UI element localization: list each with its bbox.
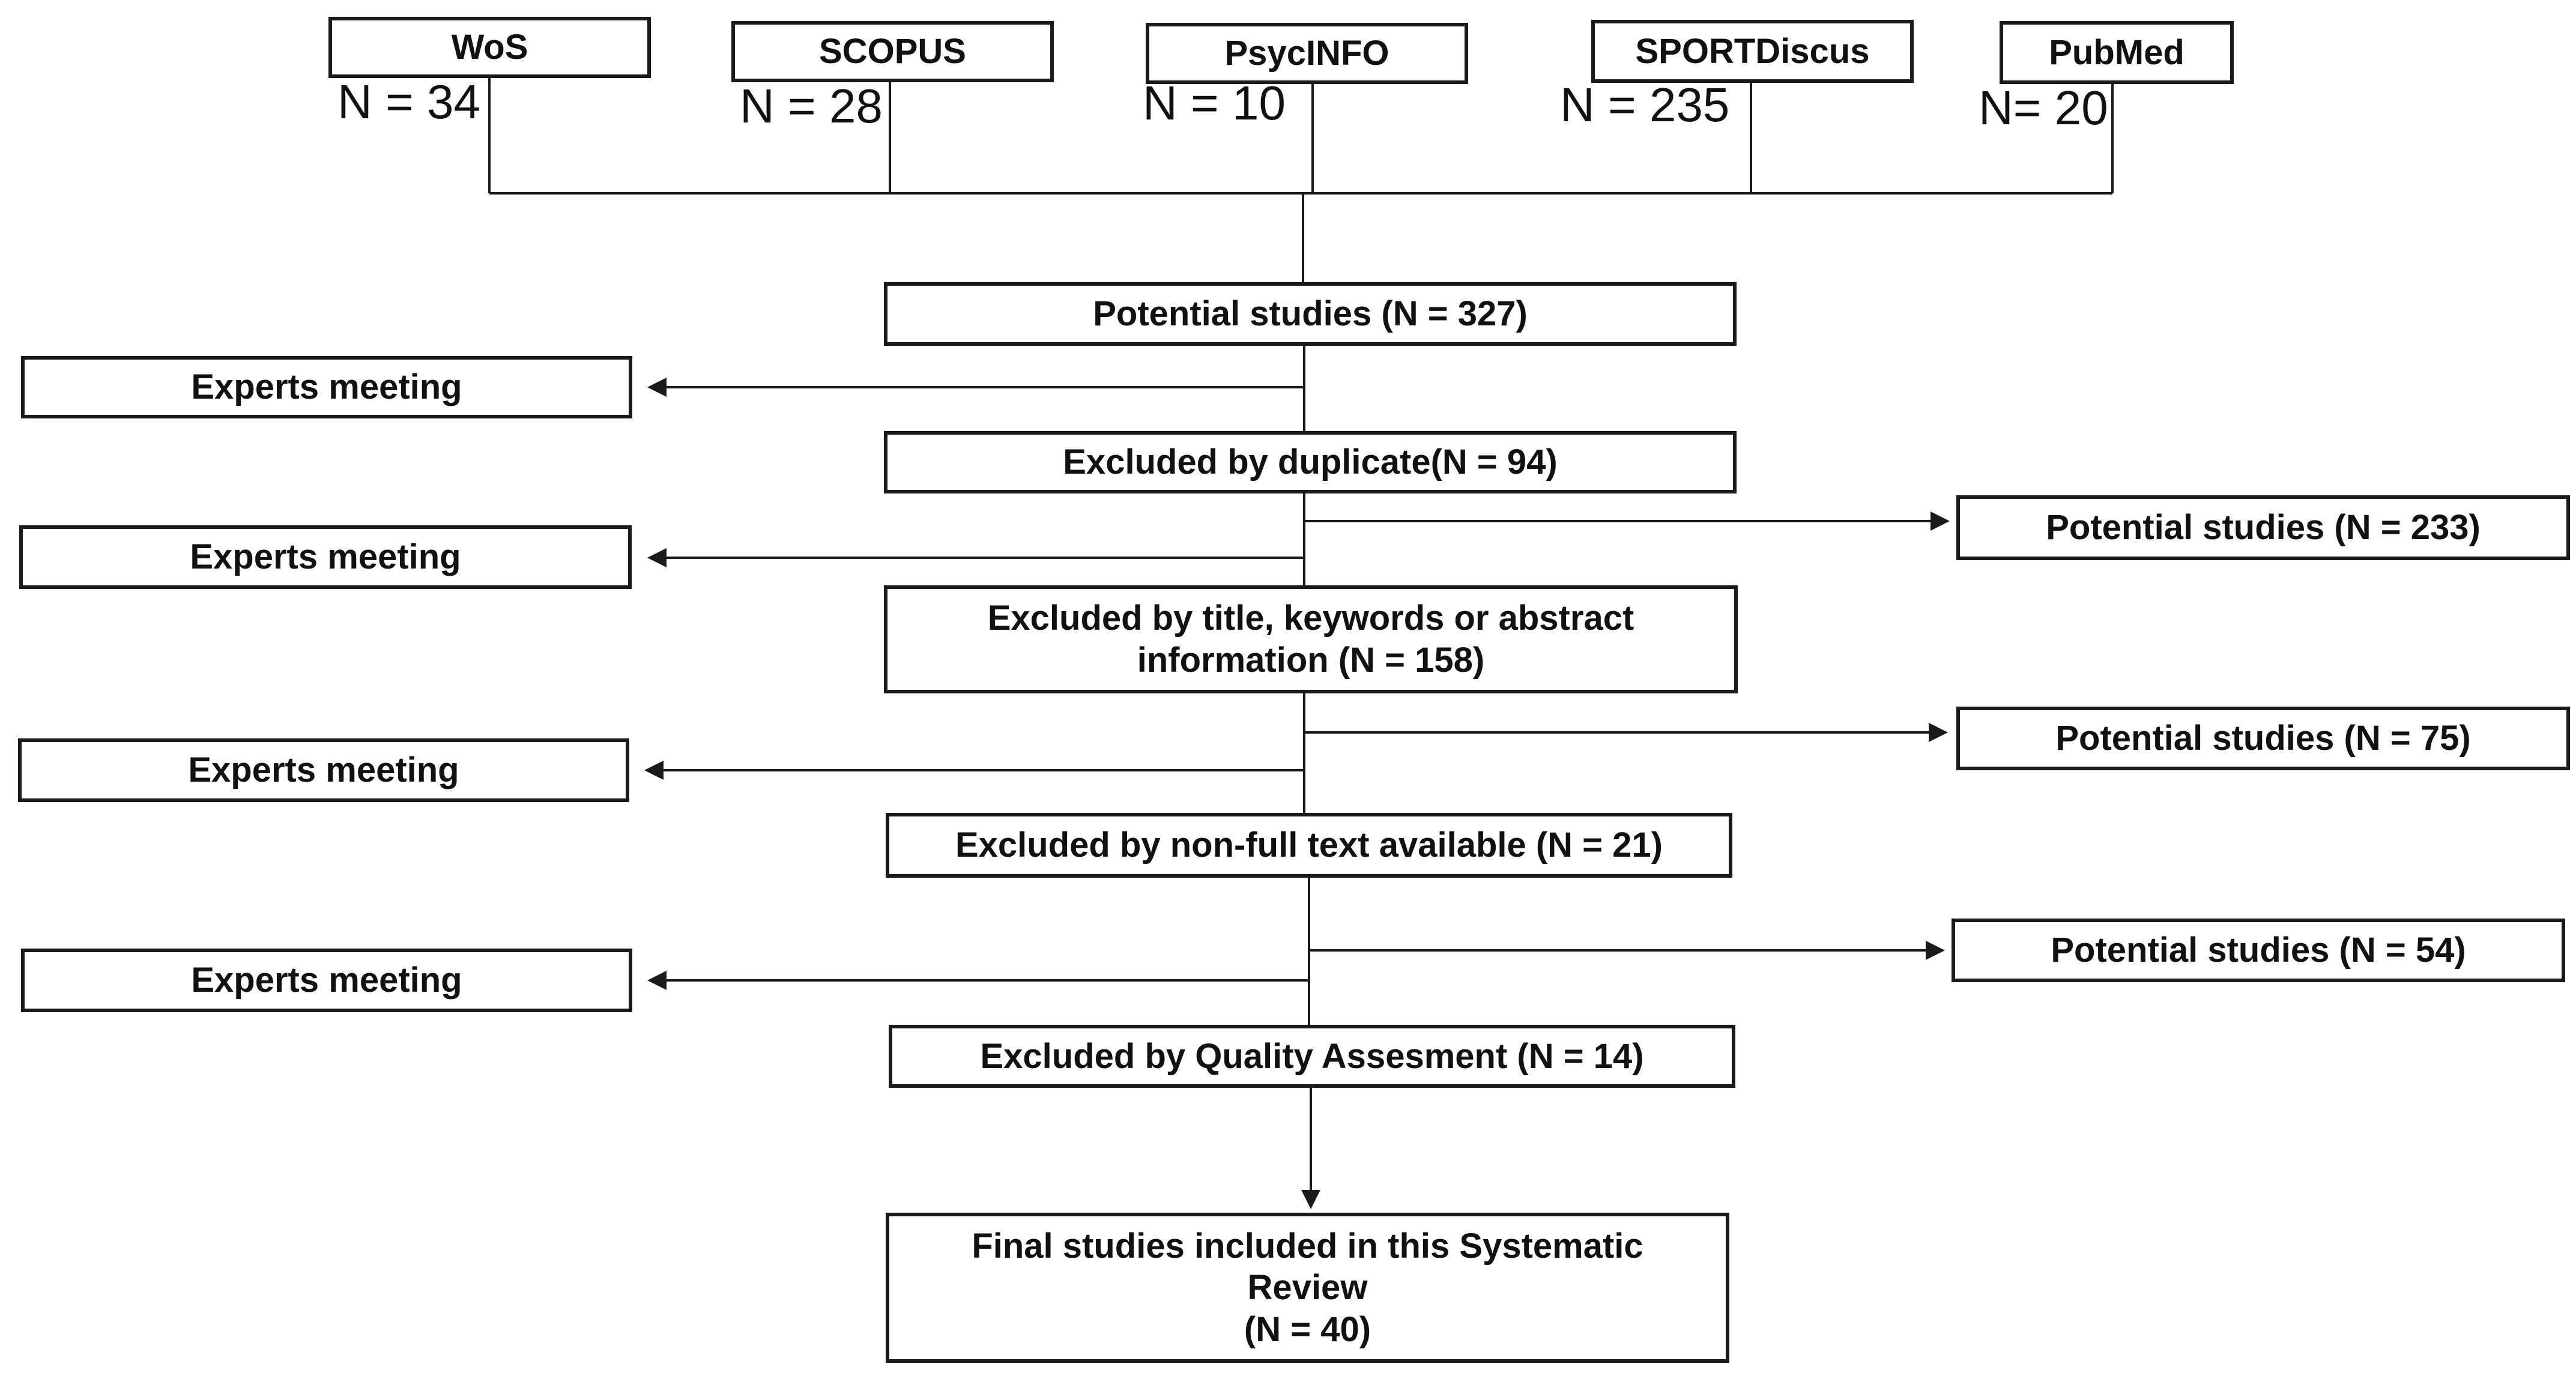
source-box-sportdiscus: SPORTDiscus — [1591, 20, 1914, 83]
side-potential-studies-box: Potential studies (N = 233) — [1956, 495, 2570, 560]
potential-studies-box: Potential studies (N = 327) — [884, 282, 1737, 346]
excluded-quality-box: Excluded by Quality Assesment (N = 14) — [889, 1025, 1735, 1088]
excluded-duplicate-box: Excluded by duplicate(N = 94) — [884, 431, 1737, 493]
experts-meeting-box: Experts meeting — [18, 738, 629, 802]
side-potential-studies-box: Potential studies (N = 54) — [1952, 919, 2565, 982]
source-box-scopus: SCOPUS — [731, 21, 1054, 82]
side-potential-studies-box: Potential studies (N = 75) — [1956, 707, 2570, 770]
excluded-fulltext-box: Excluded by non-full text available (N =… — [886, 813, 1732, 878]
source-count-pubmed: N= 20 — [1979, 81, 2108, 134]
source-count-psycinfo: N = 10 — [1143, 76, 1286, 130]
source-name: PsycINFO — [1224, 34, 1389, 73]
source-count-scopus: N = 28 — [740, 79, 883, 133]
excluded-title-box: Excluded by title, keywords or abstract … — [884, 585, 1738, 693]
source-count-sportdiscus: N = 235 — [1560, 78, 1730, 131]
source-name: PubMed — [2049, 32, 2184, 72]
experts-meeting-box: Experts meeting — [19, 525, 632, 589]
source-count-wos: N = 34 — [337, 75, 480, 128]
source-name: SCOPUS — [819, 32, 966, 71]
source-name: SPORTDiscus — [1635, 31, 1870, 71]
source-box-psycinfo: PsycINFO — [1146, 23, 1468, 84]
final-studies-box: Final studies included in this Systemati… — [886, 1213, 1729, 1363]
source-box-wos: WoS — [328, 17, 651, 78]
experts-meeting-box: Experts meeting — [21, 949, 632, 1012]
experts-meeting-box: Experts meeting — [21, 356, 632, 418]
source-box-pubmed: PubMed — [2000, 21, 2234, 84]
source-name: WoS — [451, 28, 528, 67]
